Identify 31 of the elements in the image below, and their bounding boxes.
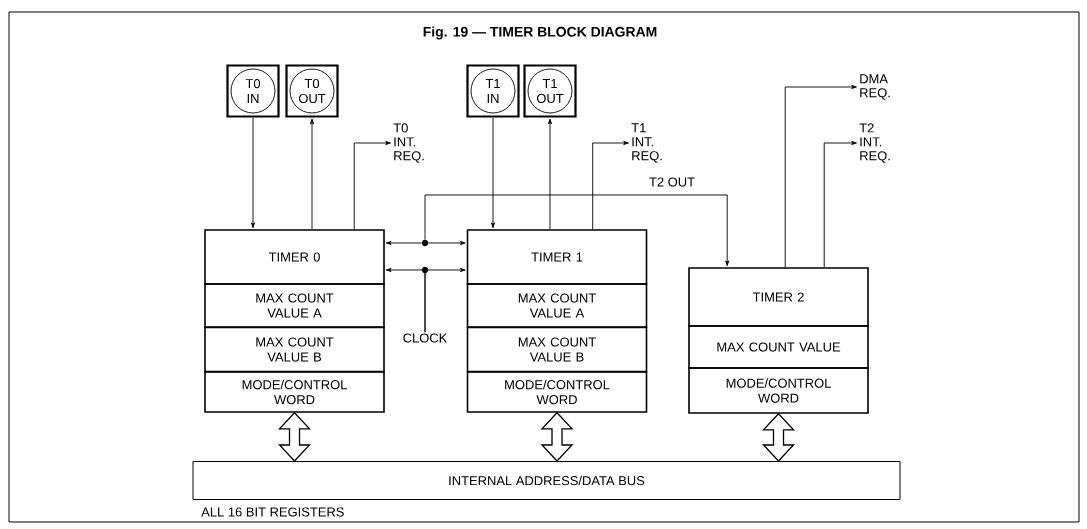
arrow (424, 268, 466, 333)
signal-label: T2 INT. REQ. (859, 123, 890, 163)
arrow (823, 141, 857, 268)
signal-label: CLOCK (403, 333, 448, 343)
signal-label: DMA REQ. (860, 74, 890, 100)
arrow (251, 117, 255, 229)
register-box: TIMER 1 (466, 229, 648, 285)
edge-label: T2 OUT (649, 177, 695, 187)
signal-label: T0 INT. REQ. (393, 123, 424, 163)
arrow (548, 118, 552, 230)
register-box: MAX COUNT VALUE B (466, 326, 648, 373)
bus-bar: INTERNAL ADDRESS/DATA BUS (192, 461, 901, 500)
register-box: MODE/CONTROL WORD (688, 367, 869, 414)
arrow (428, 241, 466, 245)
arrow (424, 194, 730, 267)
register-box: MAX COUNT VALUE (688, 325, 869, 369)
arrow (353, 141, 391, 230)
arrow (491, 117, 495, 229)
arrow (310, 118, 314, 230)
title: Fig. 19 — TIMER BLOCK DIAGRAM (423, 26, 657, 40)
register-box: MODE/CONTROL WORD (466, 371, 648, 413)
register-box: TIMER 2 (688, 267, 869, 327)
arrow (385, 241, 422, 245)
arrow (592, 141, 629, 230)
register-box: TIMER 0 (204, 229, 385, 285)
register-box: MAX COUNT VALUE A (466, 283, 648, 328)
register-box: MAX COUNT VALUE B (204, 326, 385, 373)
register-box: MAX COUNT VALUE A (204, 283, 385, 328)
signal-label: T1 INT. REQ. (631, 123, 662, 163)
register-box: MODE/CONTROL WORD (204, 371, 385, 413)
arrow (784, 85, 857, 268)
